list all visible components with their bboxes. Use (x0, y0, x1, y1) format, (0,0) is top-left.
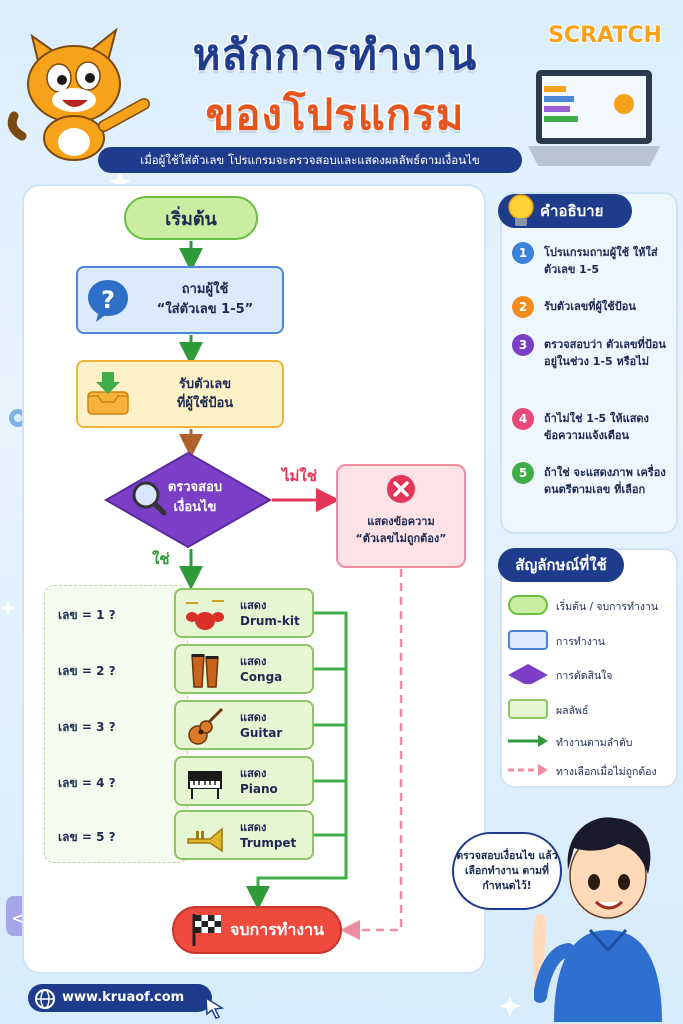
step-number: 4 (512, 408, 534, 430)
instrument-box-trumpet: แสดง Trumpet (174, 810, 314, 860)
instrument-box-conga: แสดง Conga (174, 644, 314, 694)
error-line2: “ตัวเลขไม่ถูกต้อง” (355, 532, 447, 545)
legend-process-shape (508, 630, 548, 650)
legend-label: การตัดสินใจ (556, 670, 613, 682)
instrument-name: Drum-kit (240, 614, 300, 628)
show-label: แสดง (240, 767, 267, 780)
title-line1: หลักการทำงาน (191, 29, 478, 81)
check-condition-label: ตรวจสอบ เงื่อนไข (150, 478, 240, 518)
check-line2: เงื่อนไข (173, 500, 217, 515)
boy-mascot (534, 817, 662, 1022)
ask-line1: ถามผู้ใช้ (181, 282, 229, 297)
no-label: ไม่ใช่ (282, 467, 317, 485)
instrument-name: Piano (240, 782, 278, 796)
error-line1: แสดงข้อความ (367, 515, 435, 528)
instrument-box-piano: แสดง Piano (174, 756, 314, 806)
legend-label: ทางเลือกเมื่อไม่ถูกต้อง (556, 766, 657, 778)
show-label: แสดง (240, 711, 267, 724)
legend-item-decision: การตัดสินใจ (508, 662, 678, 686)
case-condition-group (44, 585, 188, 863)
error-x-icon (387, 475, 415, 503)
step-text: ถ้าไม่ใช่ 1-5 ให้แสดงข้อความแจ้งเตือน (544, 412, 649, 442)
lightbulb-icon (508, 194, 534, 226)
instrument-box-drum-kit: แสดง Drum-kit (174, 588, 314, 638)
case-label-5: เลข = 5 ? (58, 830, 116, 844)
speech-bubble: ตรวจสอบเงื่อนไข แล้วเลือกทำงาน ตามที่กำห… (452, 832, 562, 910)
guitar-icon (188, 707, 224, 745)
instrument-box-guitar: แสดง Guitar (174, 700, 314, 750)
case-label-1: เลข = 1 ? (58, 608, 116, 622)
step-number: 3 (512, 334, 534, 356)
receive-line1: รับตัวเลข (178, 377, 232, 392)
scratch-cat-mascot (7, 27, 150, 161)
legend-item-process: การทำงาน (508, 628, 678, 652)
trumpet-icon (187, 827, 223, 853)
ask-user-node: ถามผู้ใช้ “ใส่ตัวเลข 1-5” (76, 266, 284, 334)
instrument-name: Conga (240, 670, 283, 684)
piano-icon (188, 771, 222, 799)
ask-line2: “ใส่ตัวเลข 1-5” (156, 302, 254, 317)
laptop-illustration (528, 70, 660, 166)
website-link[interactable]: www.kruaof.com (28, 984, 212, 1012)
check-line1: ตรวจสอบ (167, 480, 223, 495)
legend-item-alternative: ทางเลือกเมื่อไม่ถูกต้อง (508, 758, 678, 782)
legend-item-result: ผลลัพธ์ (508, 697, 678, 721)
show-label: แสดง (240, 655, 267, 668)
step-number: 5 (512, 462, 534, 484)
step-text: ถ้าใช่ จะแสดงภาพ เครื่องดนตรีตามเลข ที่เ… (544, 466, 666, 496)
instrument-name: Trumpet (240, 836, 297, 850)
case-label-3: เลข = 3 ? (58, 720, 116, 734)
instrument-name: Guitar (240, 726, 283, 740)
legend-diamond-shape (508, 664, 548, 684)
title-line2: ของโปรแกรม (204, 89, 465, 141)
scratch-logo: SCRATCH (547, 22, 663, 49)
legend-label: ผลลัพธ์ (556, 705, 589, 717)
svg-text:?: ? (101, 286, 115, 314)
cursor-pointer-icon (205, 996, 225, 1019)
globe-icon (35, 989, 55, 1009)
legend-item-start-end: เริ่มต้น / จบการทำงาน (508, 593, 678, 617)
legend-pink-dashed-arrow (508, 764, 548, 776)
receive-line2: ที่ผู้ใช้ป้อน (176, 396, 234, 411)
legend-label: การทำงาน (556, 636, 605, 648)
check-condition-diamond (104, 451, 272, 549)
step-text: ตรวจสอบว่า ตัวเลขที่ป้อนอยู่ในช่วง 1-5 ห… (544, 338, 666, 368)
step-number: 1 (512, 242, 534, 264)
legend-result-shape (508, 699, 548, 719)
yes-label: ใช่ (152, 550, 170, 568)
step-text: รับตัวเลขที่ผู้ใช้ป้อน (544, 300, 636, 313)
subtitle-bar: เมื่อผู้ใช้ใส่ตัวเลข โปรแกรมจะตรวจสอบและ… (98, 147, 522, 173)
legend-title: สัญลักษณ์ที่ใช้ (498, 548, 624, 582)
case-label-4: เลข = 4 ? (58, 776, 116, 790)
case-label-2: เลข = 2 ? (58, 664, 116, 678)
drum-kit-icon (186, 600, 224, 630)
conga-icon (191, 654, 219, 688)
legend-item-sequence: ทำงานตามลำดับ (508, 729, 678, 753)
show-label: แสดง (240, 599, 267, 612)
legend-rounded-shape (508, 595, 548, 615)
step-number: 2 (512, 296, 534, 318)
question-icon: ? (88, 280, 128, 322)
legend-green-arrow (508, 735, 548, 747)
checkered-flag-icon (192, 914, 221, 946)
legend-label: เริ่มต้น / จบการทำงาน (556, 601, 659, 613)
show-label: แสดง (240, 821, 267, 834)
legend-label: ทำงานตามลำดับ (556, 737, 633, 749)
magnifier-icon (132, 481, 167, 516)
step-text: โปรแกรมถามผู้ใช้ ให้ใส่ตัวเลข 1-5 (544, 246, 658, 276)
legend-panel (500, 548, 678, 788)
start-node: เริ่มต้น (124, 196, 258, 240)
inbox-download-icon (87, 372, 129, 415)
